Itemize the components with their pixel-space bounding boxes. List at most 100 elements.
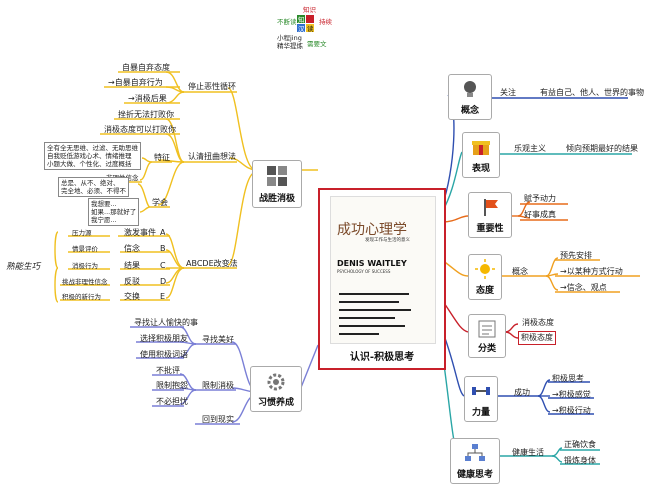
g1-item-2: →消极后果 — [128, 94, 167, 103]
logo-bottom-left: 小程jing — [277, 34, 302, 42]
abcde-row-0-a: 压力源 — [72, 229, 92, 237]
abcde-row-4-a: 积极的新行为 — [62, 293, 101, 301]
node-jiankang[interactable]: 健康思考 — [450, 438, 500, 484]
abcde-row-1-c: B — [160, 244, 166, 253]
lightbulb-icon — [464, 81, 476, 97]
g1-item-0: 自暴自弃态度 — [122, 63, 170, 72]
xg-g1-item-0: 寻找让人愉快的事 — [134, 318, 198, 327]
node-gainian-label: 概念 — [460, 106, 479, 116]
logo-center-c: 读 — [307, 25, 314, 33]
g3-label: ABCDE改变法 — [186, 259, 238, 268]
taidu-item-0: 预先安排 — [560, 251, 592, 260]
node-xiguan[interactable]: 习惯养成 — [250, 366, 302, 412]
taidu-item-1: →以某种方式行动 — [560, 267, 623, 276]
xuehui-box1: 总是、从不、绝对、 完全地、必须、不得不 — [58, 177, 129, 197]
tezheng-box: 全有全无思维、过滤、无助思维 自我贬低游戏心术、情绪推理 小题大做、个性化、过度… — [44, 142, 141, 170]
gear-icon — [267, 373, 285, 391]
network-icon — [465, 444, 485, 461]
xg-g2-label: 限制消极 — [202, 381, 234, 390]
gainian-key: 关注 — [500, 88, 516, 97]
g3-side: 熟能生巧 — [6, 262, 41, 272]
logo-center-a: 知 — [298, 16, 305, 24]
center-label: 认识-积极思考 — [349, 352, 415, 363]
taidu-item-2: →信念、观点 — [560, 283, 607, 292]
node-taidu-label: 态度 — [475, 286, 494, 296]
biaoxian-value: 倾向预期最好的结果 — [566, 144, 638, 153]
abcde-row-3-b: 反驳 — [124, 277, 140, 286]
node-zhongyaoxing[interactable]: 重要性 — [468, 192, 512, 238]
liliang-key: 成功 — [514, 388, 530, 397]
abcde-row-1-a: 情景评价 — [72, 245, 98, 253]
g2-item-0: 挫折无法打败你 — [118, 110, 174, 119]
node-biaoxian-label: 表现 — [471, 164, 490, 174]
book-cover: 成功心理学 发现工作与生活的意义 DENIS WAITLEY PSYCHOLOG… — [330, 196, 436, 344]
jiankang-key: 健康生活 — [512, 448, 544, 457]
abcde-row-2-b: 结果 — [124, 261, 140, 270]
abcde-row-2-a: 消极行为 — [72, 262, 98, 270]
liliang-item-1: →积极感觉 — [552, 390, 591, 399]
logo-left: 不断读 — [277, 18, 297, 26]
xg-g1-label: 寻找美好 — [202, 335, 234, 344]
node-taidu[interactable]: 态度 — [468, 254, 502, 300]
logo-center-b: 汉 — [298, 25, 305, 33]
abcde-row-2-c: C — [160, 261, 166, 270]
node-fenlei-label: 分类 — [477, 344, 496, 354]
node-liliang-label: 力量 — [471, 408, 490, 418]
abcde-row-1-b: 信念 — [124, 244, 140, 253]
logo-bottom-right: 需要文 — [307, 40, 327, 48]
dumbbell-icon — [472, 387, 490, 395]
node-zhongyaoxing-label: 重要性 — [476, 224, 504, 234]
logo: 知识 不断读 持续 知 汉 读 小程jing 需要文 精华提炼 — [277, 6, 332, 51]
abcde-row-0-c: A — [160, 228, 166, 237]
book-title: 成功心理学 — [337, 222, 407, 238]
g1-label: 停止恶性循环 — [188, 82, 236, 91]
abcde-row-3-c: D — [160, 277, 167, 286]
abcde-row-4-b: 交换 — [124, 292, 140, 301]
xg-g1-item-1: 选择积极朋友 — [140, 334, 188, 343]
sun-icon — [475, 259, 495, 279]
logo-top: 知识 — [303, 6, 316, 14]
fenlei-item-1: 积极态度 — [518, 331, 556, 345]
fenlei-item-0: 消极态度 — [522, 318, 554, 327]
puzzle-icon — [267, 166, 287, 186]
abcde-row-3-a: 挑战非理性信念 — [62, 278, 108, 286]
liliang-item-2: →积极行动 — [552, 406, 591, 415]
node-fenlei[interactable]: 分类 — [468, 314, 506, 358]
node-xiguan-label: 习惯养成 — [257, 398, 294, 408]
node-zhansheng-label: 战胜消极 — [258, 194, 295, 204]
logo-right: 持续 — [319, 18, 332, 26]
node-zhansheng[interactable]: 战胜消极 — [252, 160, 302, 208]
xg-g2-item-1: 限制抱怨 — [156, 381, 188, 390]
tezheng-label: 特征 — [154, 153, 170, 162]
gift-icon — [472, 141, 490, 155]
liliang-item-0: 积极思考 — [552, 374, 584, 383]
checklist-icon — [478, 320, 496, 338]
taidu-key: 概念 — [512, 267, 528, 276]
abcde-row-4-c: E — [160, 292, 166, 301]
xg-g1-item-2: 使用积极词语 — [140, 350, 188, 359]
jiankang-item-1: 锻炼身体 — [564, 456, 596, 465]
center-node: 成功心理学 发现工作与生活的意义 DENIS WAITLEY PSYCHOLOG… — [318, 188, 446, 370]
flag-icon — [484, 199, 498, 216]
gainian-value: 有益自己、他人、世界的事物 — [540, 88, 644, 97]
g2-item-1: 消极态度可以打败你 — [104, 125, 176, 134]
xg-g2-item-2: 不必担忧 — [156, 397, 188, 406]
xuehui-box2: 我想要... 如果...那就好了 我宁愿... — [88, 198, 140, 226]
node-liliang[interactable]: 力量 — [464, 376, 498, 422]
g1-item-1: →自暴自弃行为 — [108, 78, 163, 87]
xuehui-label: 学会 — [152, 198, 168, 207]
node-gainian[interactable]: 概念 — [448, 74, 492, 120]
logo-bottom-left2: 精华提炼 — [277, 42, 303, 50]
book-subtitle: 发现工作与生活的意义 — [365, 238, 410, 243]
node-biaoxian[interactable]: 表现 — [462, 132, 500, 178]
abcde-row-0-b: 激发事件 — [124, 228, 156, 237]
book-author-en: PSYCHOLOGY OF SUCCESS — [337, 269, 391, 274]
zhongyaoxing-item-0: 赋予动力 — [524, 194, 556, 203]
xg-g2-item-0: 不批评 — [156, 366, 180, 375]
book-author: DENIS WAITLEY — [337, 259, 407, 268]
g2-label: 认清扭曲想法 — [188, 152, 236, 161]
xg-g3-label: 回到现实 — [202, 415, 234, 424]
zhongyaoxing-item-1: 好事成真 — [524, 210, 556, 219]
node-jiankang-label: 健康思考 — [456, 470, 493, 480]
